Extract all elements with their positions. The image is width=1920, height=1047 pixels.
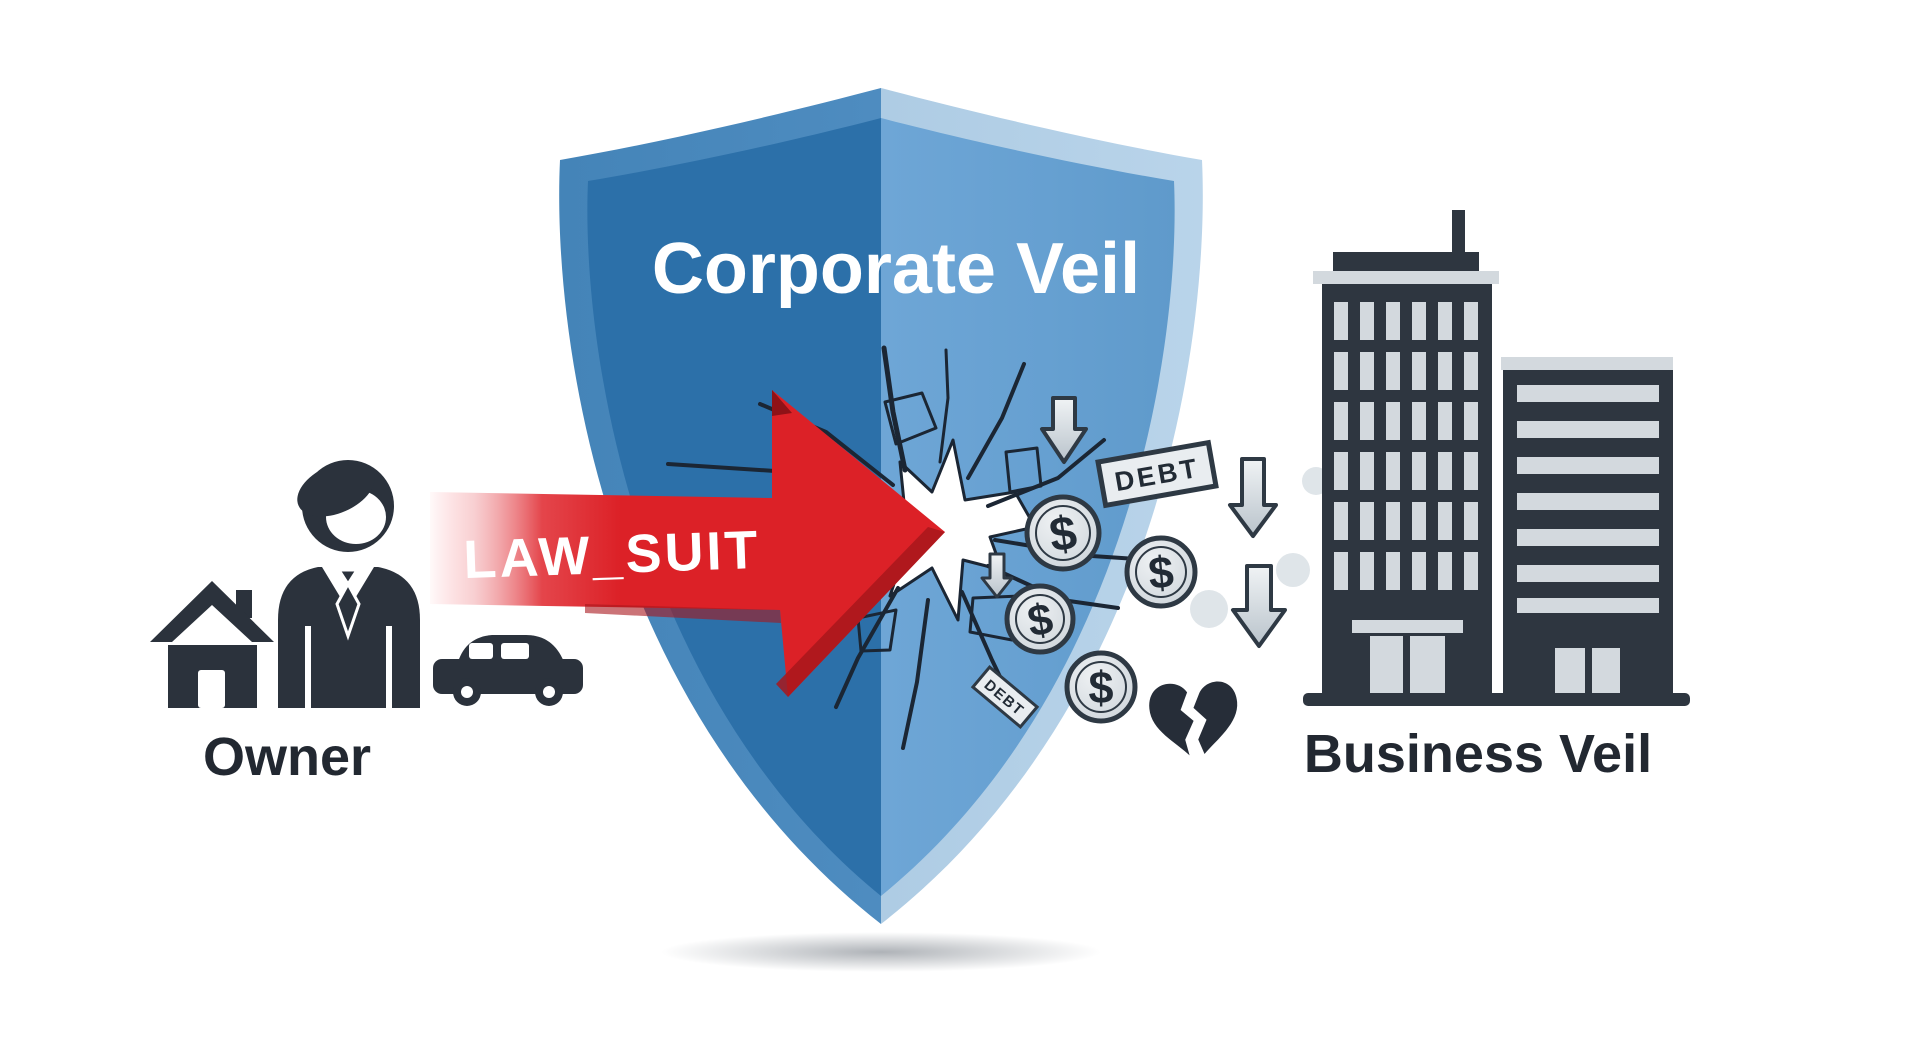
car-hub: [543, 686, 555, 698]
lawsuit-arrow: LAW_SUIT: [430, 390, 945, 697]
car-hub: [461, 686, 473, 698]
leaking-coins: $ $ $ $: [1004, 494, 1198, 724]
house-door: [198, 670, 225, 708]
owner-label: Owner: [203, 727, 371, 787]
owner-group: Owner: [150, 460, 583, 787]
falling-arrow-icon: [1231, 564, 1287, 648]
tower-body: [1322, 284, 1492, 705]
lawsuit-arrow-body-shade: [585, 604, 781, 623]
house-icon: [150, 581, 274, 708]
debris-blob: [1190, 590, 1228, 628]
shield-title: Corporate Veil: [652, 229, 1140, 309]
dollar-coin: $: [1004, 583, 1076, 655]
svg-text:$: $: [1146, 546, 1175, 599]
lawsuit-arrow-label: LAW_SUIT: [463, 520, 762, 590]
block-roof-slab: [1501, 357, 1673, 370]
tower-roof-slab: [1313, 271, 1499, 284]
owner-arm-line: [386, 626, 392, 708]
office-tower-icon: [1313, 210, 1499, 705]
tower-door: [1370, 636, 1403, 693]
dollar-coin: $: [1124, 535, 1198, 609]
svg-text:$: $: [1088, 662, 1113, 713]
debris-blob: [1276, 553, 1310, 587]
tower-roof-block: [1333, 252, 1479, 273]
dollar-coin: $: [1024, 494, 1102, 572]
tower-windows: [1334, 302, 1478, 590]
car-window: [469, 643, 493, 659]
block-door: [1592, 648, 1620, 693]
car-window: [501, 643, 529, 659]
business-label: Business Veil: [1304, 724, 1652, 784]
falling-arrow-icon: [980, 552, 1014, 599]
buildings-base: [1303, 693, 1690, 706]
owner-arm-line: [305, 626, 311, 708]
dollar-coin: $: [1064, 650, 1138, 724]
falling-arrow-icon: [1228, 457, 1278, 538]
block-door: [1555, 648, 1585, 693]
broken-heart-icon: [1149, 681, 1238, 756]
house-roof: [150, 581, 274, 642]
tower-antenna: [1452, 210, 1465, 255]
owner-tie: [335, 580, 361, 641]
debt-tag-small: DEBT: [970, 665, 1040, 729]
falling-arrow-icon: [1040, 396, 1088, 464]
debt-tag-large: DEBT: [1095, 439, 1219, 509]
shield-ground-shadow: [661, 932, 1101, 972]
block-stripes: [1517, 385, 1659, 613]
office-block-icon: [1501, 357, 1673, 705]
lawsuit-arrow-shape: [430, 390, 945, 697]
lawsuit-arrow-underside: [776, 527, 945, 697]
debris-blobs: [1190, 467, 1330, 628]
business-group: Business Veil: [1303, 210, 1690, 784]
business-owner-icon: [278, 460, 420, 708]
tower-entrance-slab: [1352, 620, 1463, 633]
car-icon: [433, 635, 583, 706]
lawsuit-arrow-fold: [772, 390, 792, 416]
falling-arrows: [980, 396, 1287, 648]
owner-hair: [297, 461, 375, 517]
tower-door: [1410, 636, 1445, 693]
owner-tie-knot: [336, 568, 360, 587]
